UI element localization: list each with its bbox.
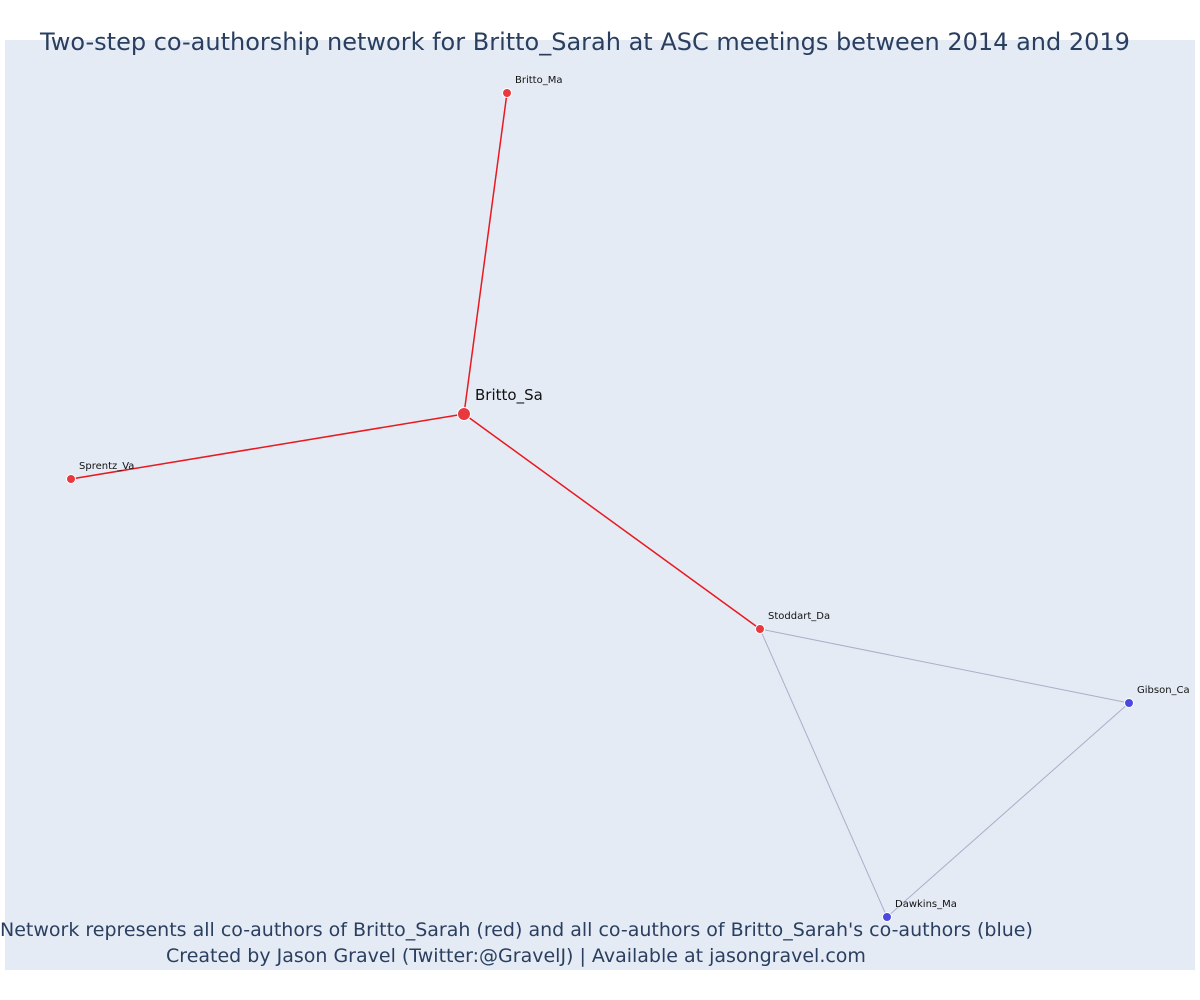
node-sprentz-va[interactable]: [66, 474, 76, 484]
edge-stoddart_da-dawkins_ma: [759, 628, 888, 918]
node-stoddart-da[interactable]: [755, 624, 765, 634]
node-label-gibson-ca: Gibson_Ca: [1137, 685, 1190, 696]
node-label-britto-sa: Britto_Sa: [475, 386, 543, 405]
footer-credit: Created by Jason Gravel (Twitter:@Gravel…: [166, 945, 866, 967]
node-layer: [66, 88, 1134, 922]
edge-stoddart_da-gibson_ca: [759, 628, 1130, 704]
node-label-stoddart-da: Stoddart_Da: [768, 611, 830, 622]
node-britto-ma[interactable]: [502, 88, 512, 98]
edge-britto_sa-sprentz_va: [70, 413, 465, 480]
node-label-dawkins-ma: Dawkins_Ma: [895, 899, 957, 910]
footer-caption: Network represents all co-authors of Bri…: [0, 917, 1033, 969]
node-label-britto-ma: Britto_Ma: [515, 75, 562, 86]
label-layer: Britto_Sa Britto_MaSprentz_VaStoddart_DaG…: [79, 75, 1190, 910]
footer-legend-note: Network represents all co-authors of Bri…: [0, 919, 1033, 941]
chart-title: Two-step co-authorship network for Britt…: [40, 28, 1130, 56]
edge-gibson_ca-dawkins_ma: [886, 702, 1130, 918]
plot-area: [5, 40, 1195, 970]
node-britto-sa[interactable]: [457, 407, 471, 421]
edge-britto_sa-stoddart_da: [463, 413, 761, 630]
edge-layer: [70, 92, 1130, 918]
edge-britto_sa-britto_ma: [463, 92, 508, 415]
node-dawkins-ma[interactable]: [882, 912, 892, 922]
node-label-sprentz-va: Sprentz_Va: [79, 461, 134, 472]
node-gibson-ca[interactable]: [1124, 698, 1134, 708]
